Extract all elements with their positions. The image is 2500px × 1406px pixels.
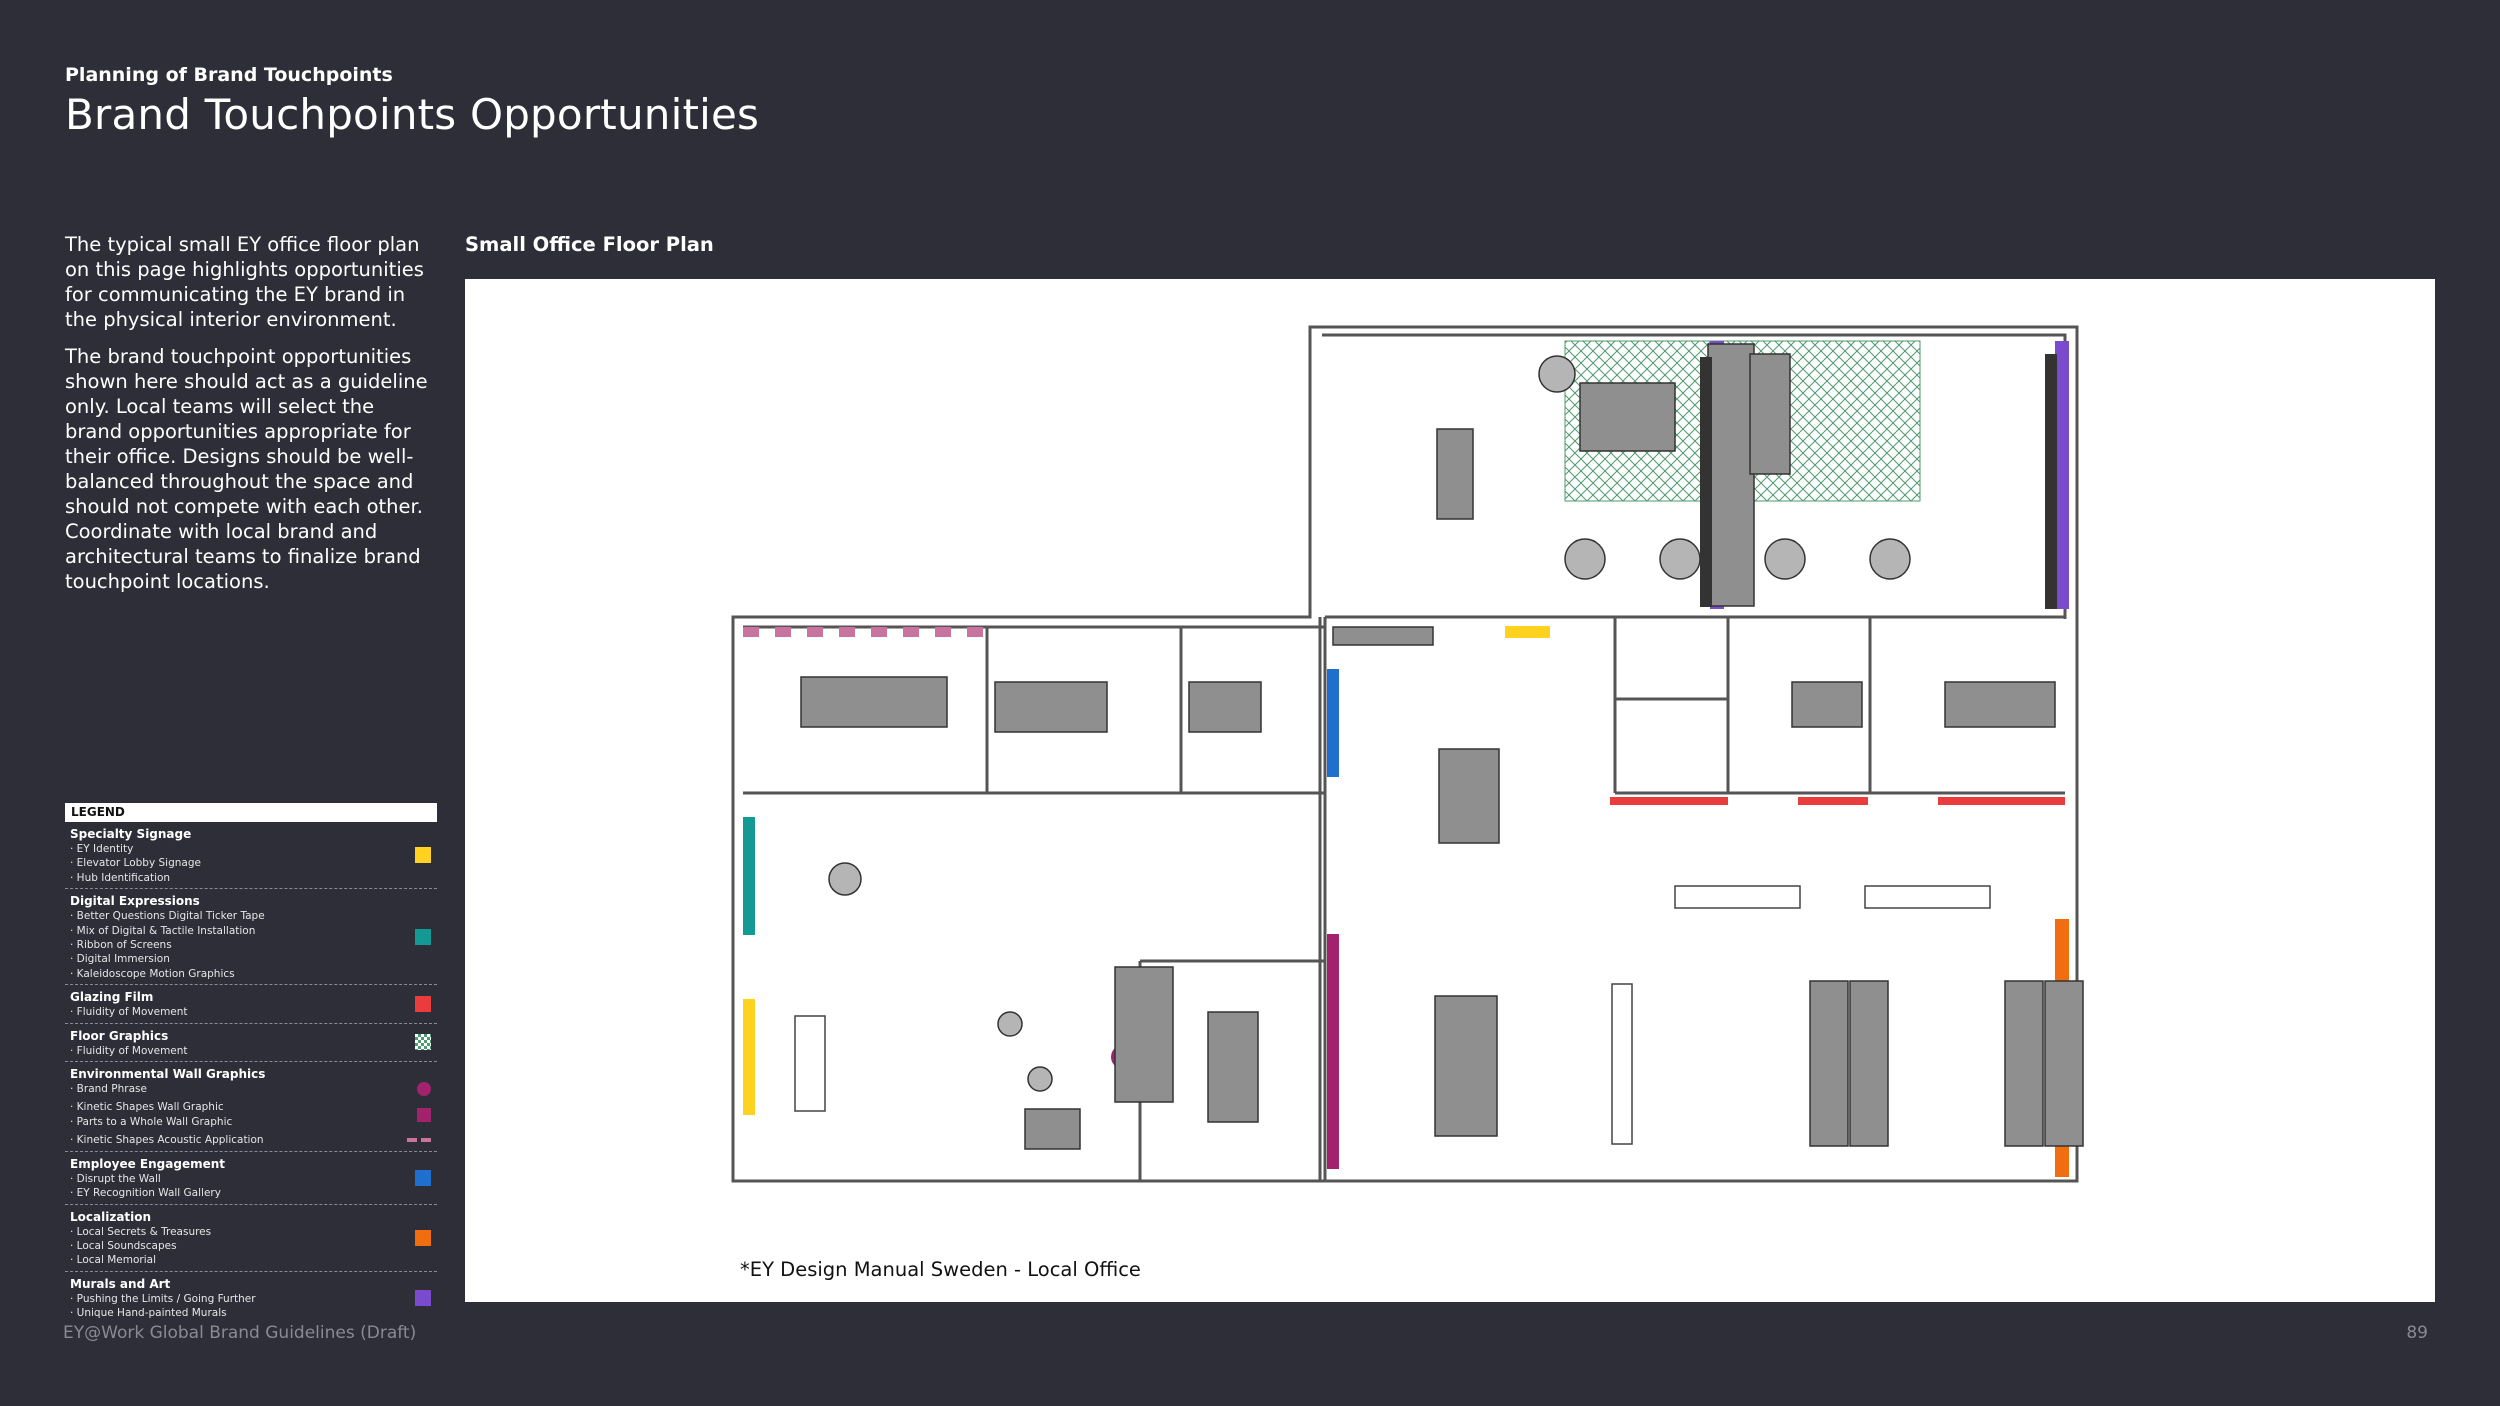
legend-group-title: Environmental Wall Graphics	[70, 1067, 266, 1082]
floor-plan-caption: *EY Design Manual Sweden - Local Office	[740, 1258, 1141, 1281]
legend-group-title: Localization	[70, 1209, 152, 1224]
orange-swatch-icon	[415, 1229, 431, 1246]
legend-item: · Hub Identification	[70, 871, 171, 884]
legend-item: · Pushing the Limits / Going Further	[70, 1292, 256, 1305]
section-eyebrow: Planning of Brand Touchpoints	[65, 64, 393, 86]
legend-group-title: Specialty Signage	[70, 827, 192, 841]
legend-item: · EY Recognition Wall Gallery	[70, 1187, 221, 1200]
legend-group-title: Murals and Art	[70, 1276, 171, 1291]
legend-item: · Local Soundscapes	[70, 1239, 177, 1252]
legend-item: · Kaleidoscope Motion Graphics	[70, 967, 235, 980]
purple-swatch-icon	[415, 1289, 431, 1306]
yellow-swatch-icon	[415, 847, 431, 864]
intro-paragraph-1: The typical small EY office floor plan o…	[65, 233, 424, 331]
legend-item: · Brand Phrase	[70, 1082, 431, 1097]
legend-item: · Better Questions Digital Ticker Tape	[70, 910, 265, 923]
legend-item: · Digital Immersion	[70, 953, 170, 966]
teal-swatch-icon	[415, 928, 431, 945]
legend: LEGEND Specialty Signage · EY Identity ·…	[65, 803, 437, 1324]
legend-item: · Kinetic Shapes Wall Graphic	[70, 1101, 224, 1114]
pink-dash-swatch-icon	[407, 1138, 431, 1143]
legend-item: · Kinetic Shapes Acoustic Application	[70, 1133, 431, 1147]
page-number: 89	[2406, 1323, 2428, 1343]
legend-floor-graphics: Floor Graphics · Fluidity of Movement	[65, 1024, 437, 1063]
legend-item: · Parts to a Whole Wall Graphic	[70, 1108, 431, 1129]
intro-paragraph-2: The brand touchpoint opportunities shown…	[65, 345, 428, 593]
footer-doc-title: EY@Work Global Brand Guidelines (Draft)	[63, 1323, 417, 1343]
legend-item: · Fluidity of Movement	[70, 1044, 188, 1057]
legend-item: · Local Secrets & Treasures	[70, 1225, 212, 1238]
magenta-swatch-icon	[417, 1108, 431, 1123]
red-swatch-icon	[415, 995, 431, 1012]
legend-heading: LEGEND	[65, 803, 437, 822]
blue-swatch-icon	[415, 1169, 431, 1186]
floor-plan-panel: *EY Design Manual Sweden - Local Office	[465, 279, 2435, 1302]
legend-group-title: Glazing Film	[70, 990, 154, 1005]
legend-digital-expressions: Digital Expressions · Better Questions D…	[65, 889, 437, 986]
legend-group-title: Employee Engagement	[70, 1156, 226, 1171]
legend-murals-and-art: Murals and Art · Pushing the Limits / Go…	[65, 1272, 437, 1324]
legend-specialty-signage: Specialty Signage · EY Identity · Elevat…	[65, 822, 437, 890]
magenta-circle-swatch-icon	[417, 1082, 431, 1097]
legend-item: · Local Memorial	[70, 1254, 156, 1267]
legend-item: · Fluidity of Movement	[70, 1006, 188, 1019]
legend-item: · Disrupt the Wall	[70, 1172, 161, 1185]
legend-glazing-film: Glazing Film · Fluidity of Movement	[65, 985, 437, 1024]
legend-item: · Ribbon of Screens	[70, 939, 172, 952]
page-title: Brand Touchpoints Opportunities	[65, 90, 760, 139]
legend-item: · EY Identity	[70, 843, 134, 855]
legend-group-title: Floor Graphics	[70, 1028, 169, 1043]
legend-localization: Localization · Local Secrets & Treasures…	[65, 1205, 437, 1272]
checkered-swatch-icon	[415, 1034, 431, 1051]
legend-employee-engagement: Employee Engagement · Disrupt the Wall ·…	[65, 1152, 437, 1205]
legend-environmental-wall-graphics: Environmental Wall Graphics · Brand Phra…	[65, 1062, 437, 1152]
floor-plan-label: Small Office Floor Plan	[465, 233, 714, 256]
legend-item: · Mix of Digital & Tactile Installation	[70, 924, 256, 937]
legend-item: · Unique Hand-painted Murals	[70, 1307, 227, 1320]
legend-group-title: Digital Expressions	[70, 894, 200, 909]
legend-item: · Elevator Lobby Signage	[70, 857, 201, 870]
floor-plan-drawing: *EY Design Manual Sweden - Local Office	[731, 325, 2084, 1281]
intro-text: The typical small EY office floor plan o…	[65, 232, 435, 606]
